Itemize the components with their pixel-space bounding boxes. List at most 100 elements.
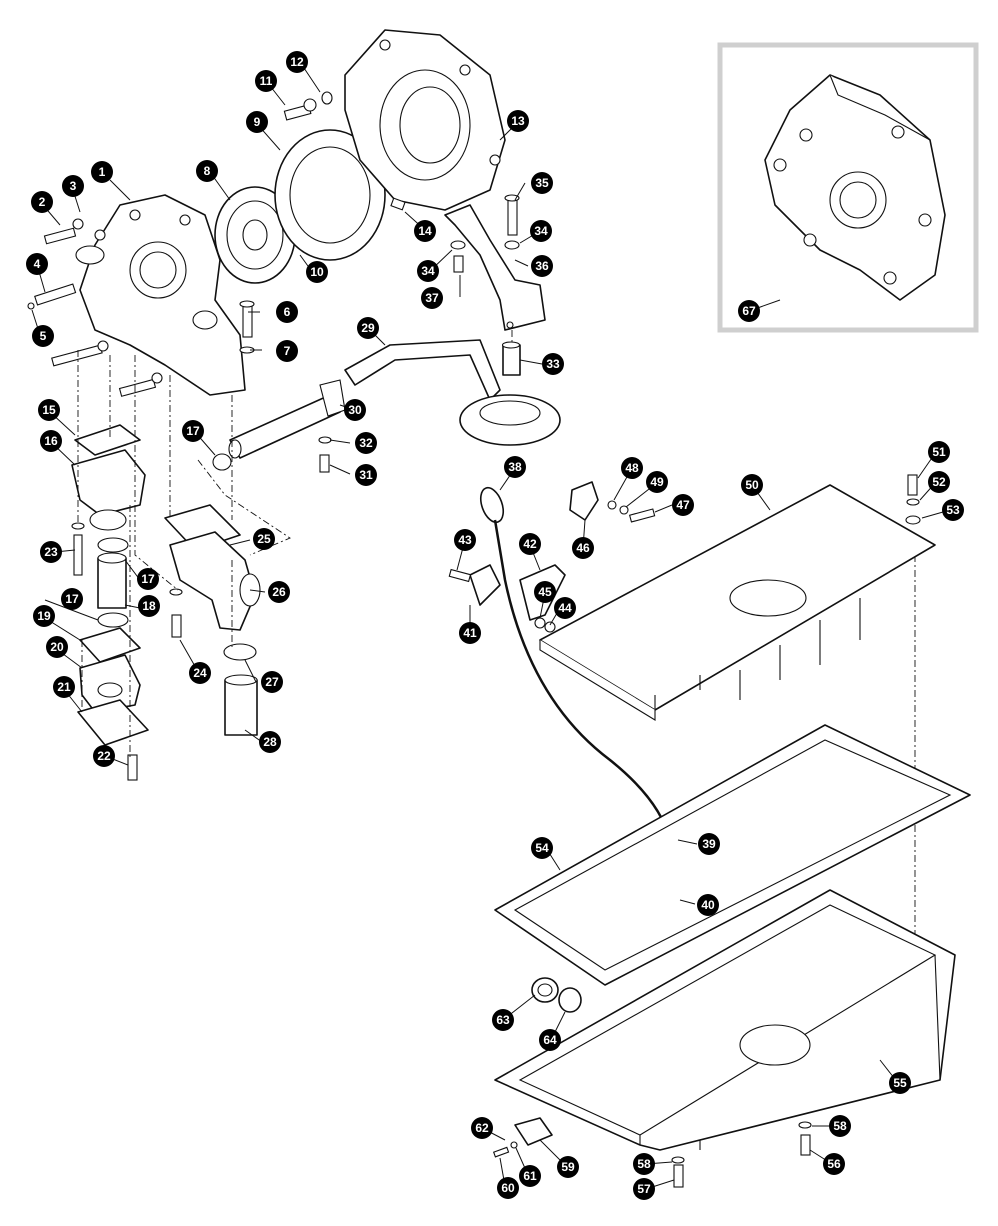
svg-text:44: 44 xyxy=(558,601,572,615)
svg-text:9: 9 xyxy=(254,115,261,129)
svg-text:56: 56 xyxy=(827,1157,841,1171)
washer-32 xyxy=(318,436,332,444)
svg-text:37: 37 xyxy=(425,291,439,305)
callout-41: 41 xyxy=(459,622,481,644)
svg-text:11: 11 xyxy=(260,74,273,88)
svg-text:7: 7 xyxy=(284,344,291,358)
svg-text:47: 47 xyxy=(676,498,690,512)
bolt-6 xyxy=(239,300,255,338)
callout-54: 54 xyxy=(531,837,553,859)
svg-text:40: 40 xyxy=(701,898,715,912)
bolt-31 xyxy=(319,454,330,473)
washer-58-right xyxy=(798,1121,812,1129)
svg-text:24: 24 xyxy=(193,666,207,680)
callout-5: 5 xyxy=(32,325,54,347)
svg-text:27: 27 xyxy=(265,675,279,689)
callout-60: 60 xyxy=(497,1177,519,1199)
callout-40: 40 xyxy=(697,894,719,916)
callout-13: 13 xyxy=(507,110,529,132)
o-ring-17-mid xyxy=(97,537,129,553)
callout-14: 14 xyxy=(414,220,436,242)
callout-63: 63 xyxy=(492,1009,514,1031)
svg-text:17: 17 xyxy=(186,424,200,438)
svg-text:61: 61 xyxy=(523,1169,537,1183)
callout-34-right: 34 xyxy=(530,220,552,242)
svg-text:67: 67 xyxy=(742,304,756,318)
callout-27: 27 xyxy=(261,671,283,693)
svg-text:30: 30 xyxy=(348,403,362,417)
leader-lines xyxy=(31,61,951,1190)
svg-text:35: 35 xyxy=(535,176,549,190)
alignment-lines xyxy=(77,330,916,950)
svg-text:32: 32 xyxy=(359,436,373,450)
callout-67: 67 xyxy=(738,300,760,322)
callout-25: 25 xyxy=(253,528,275,550)
svg-text:49: 49 xyxy=(650,475,664,489)
o-ring-17-low xyxy=(97,612,129,628)
callout-26: 26 xyxy=(268,581,290,603)
svg-text:26: 26 xyxy=(272,585,286,599)
svg-text:39: 39 xyxy=(702,837,716,851)
gear-8 xyxy=(214,186,296,284)
elbow-26 xyxy=(169,531,261,631)
o-ring-27 xyxy=(223,643,257,661)
svg-text:63: 63 xyxy=(496,1013,510,1027)
bolt-35 xyxy=(504,194,520,236)
svg-text:21: 21 xyxy=(57,680,71,694)
pump-cover-13 xyxy=(344,29,506,211)
bolt-23 xyxy=(73,534,83,576)
svg-text:48: 48 xyxy=(625,461,639,475)
oil-pan-55 xyxy=(494,889,956,1151)
callout-29: 29 xyxy=(357,317,379,339)
pan-gasket-54 xyxy=(494,724,971,986)
clip-46 xyxy=(569,481,599,521)
callout-56: 56 xyxy=(823,1153,845,1175)
callout-51: 51 xyxy=(928,441,950,463)
bolt-43 xyxy=(448,568,472,583)
callout-15: 15 xyxy=(38,399,60,421)
svg-text:57: 57 xyxy=(637,1182,651,1196)
washer-12 xyxy=(321,91,333,105)
bolt-57 xyxy=(673,1164,684,1188)
svg-text:2: 2 xyxy=(39,195,46,209)
svg-text:64: 64 xyxy=(543,1033,557,1047)
callout-7: 7 xyxy=(276,340,298,362)
svg-text:58: 58 xyxy=(637,1157,651,1171)
svg-text:1: 1 xyxy=(99,165,106,179)
washer-53 xyxy=(905,515,921,525)
spacer-33 xyxy=(501,341,521,376)
svg-text:25: 25 xyxy=(257,532,271,546)
svg-text:29: 29 xyxy=(361,321,375,335)
washer-58-left xyxy=(671,1156,685,1164)
callout-9: 9 xyxy=(246,111,268,133)
callout-8: 8 xyxy=(196,160,218,182)
svg-text:46: 46 xyxy=(576,541,590,555)
callout-28: 28 xyxy=(259,731,281,753)
callout-32: 32 xyxy=(355,432,377,454)
bolt-left-short xyxy=(118,372,163,397)
bolt-left-long xyxy=(51,340,109,367)
washer-24 xyxy=(169,588,183,596)
washer-49 xyxy=(619,505,629,515)
svg-text:60: 60 xyxy=(501,1181,515,1195)
callout-53: 53 xyxy=(942,499,964,521)
bolt-56 xyxy=(800,1134,811,1156)
flange-16 xyxy=(71,449,146,531)
callout-36: 36 xyxy=(531,255,553,277)
svg-text:17: 17 xyxy=(141,572,155,586)
bolt-22 xyxy=(127,754,138,781)
callout-47: 47 xyxy=(672,494,694,516)
callout-30: 30 xyxy=(344,399,366,421)
svg-text:5: 5 xyxy=(40,329,47,343)
callout-6: 6 xyxy=(276,301,298,323)
callout-33: 33 xyxy=(542,353,564,375)
svg-text:51: 51 xyxy=(932,445,946,459)
nut-44 xyxy=(544,621,556,633)
callout-16: 16 xyxy=(40,430,62,452)
callout-17-mid: 17 xyxy=(137,568,159,590)
callout-17-low: 17 xyxy=(61,588,83,610)
sleeve-18 xyxy=(97,552,127,609)
pump-body-1 xyxy=(75,194,246,396)
svg-text:45: 45 xyxy=(538,585,552,599)
bolt-2 xyxy=(43,218,84,245)
